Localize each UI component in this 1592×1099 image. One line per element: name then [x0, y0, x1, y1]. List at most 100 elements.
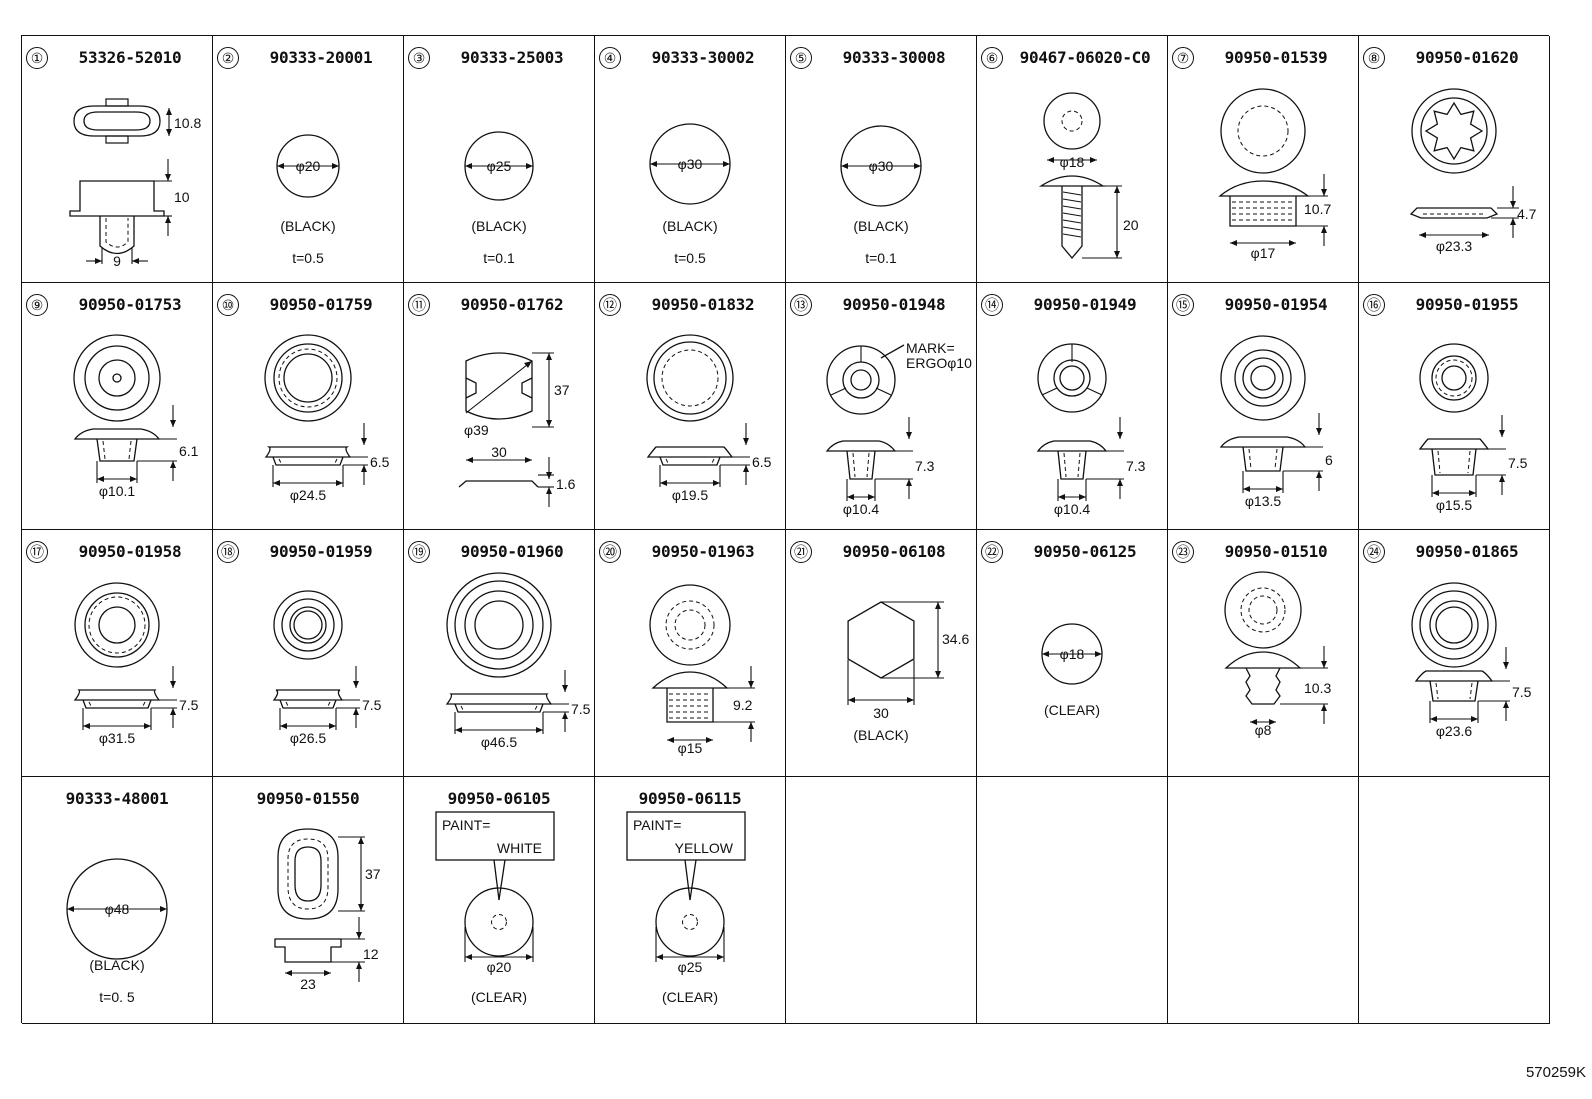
part-number: 90950-01948 [842, 295, 946, 314]
part-number: 90950-01620 [1415, 48, 1519, 67]
arrow-head [743, 465, 749, 472]
diameter-dimension: φ15.5 [1436, 497, 1473, 513]
arrow-head [526, 954, 533, 960]
body-profile [279, 699, 337, 709]
arrow-head [525, 457, 532, 463]
arrow-head [455, 727, 462, 733]
arrow-head [170, 420, 176, 427]
arrow-head [170, 461, 176, 468]
arrow-head [656, 954, 663, 960]
height-dimension: 7.5 [571, 701, 591, 717]
thread-line [1062, 226, 1082, 231]
arrow-head [562, 685, 568, 692]
plug-disc [655, 887, 725, 957]
part-number: 90950-01832 [651, 295, 755, 314]
clip-leg [99, 216, 135, 255]
diameter-dimension: φ10.4 [1054, 501, 1091, 517]
body-profile [96, 438, 138, 462]
arrow-head [706, 737, 713, 743]
body-profile [82, 699, 152, 709]
height-dimension: 6.1 [179, 443, 199, 459]
arrow-head [914, 163, 921, 169]
index-number: ⑥ [981, 47, 1003, 69]
arrow-head [83, 723, 90, 729]
thread-line [1062, 191, 1082, 196]
rivet-head-side [1038, 175, 1106, 187]
diameter-dimension: φ46.5 [481, 734, 518, 750]
arrow-head [353, 681, 359, 688]
index-number: ⑩ [217, 294, 239, 316]
diameter-dimension: φ25 [487, 158, 512, 174]
arrow-head [847, 494, 854, 500]
height-dimension: 6 [1325, 452, 1333, 468]
part-drawing: φ30(BLACK)t=0.1 [840, 125, 922, 266]
arrow-head [1499, 430, 1505, 437]
index-number: ⑦ [1172, 47, 1194, 69]
arrow-head [935, 671, 941, 678]
top-view-ring [1435, 606, 1473, 644]
hidden-line [1063, 452, 1081, 478]
part-number: 90950-06105 [447, 789, 551, 808]
height-dimension: 9.2 [733, 697, 753, 713]
top-view-ring [278, 348, 338, 408]
top-view-ring [73, 334, 161, 422]
diameter-dimension: φ25 [678, 959, 703, 975]
top-view-ring [273, 590, 343, 660]
index-number: ⑰ [26, 541, 48, 563]
height-dimension: 10 [174, 189, 190, 205]
part-number: 90950-06115 [638, 789, 742, 808]
hidden-line [665, 458, 715, 464]
cap-profile [1224, 651, 1302, 669]
arrow-head [1250, 719, 1257, 725]
hidden-line [460, 705, 538, 711]
index-number: ⑳ [599, 541, 621, 563]
arrow-head [361, 465, 367, 472]
body-profile [846, 450, 876, 480]
arrow-head [841, 163, 848, 169]
arrow-head [723, 161, 730, 167]
clip-top-view [83, 111, 151, 131]
index-number: ③ [408, 47, 430, 69]
arrow-head [1321, 661, 1327, 668]
clip-side-view [69, 180, 165, 217]
index-number: ㉒ [981, 541, 1003, 563]
arrow-head [1058, 494, 1065, 500]
body-profile [659, 456, 721, 466]
body-profile [1229, 196, 1297, 227]
part-number: 90950-01865 [1415, 542, 1519, 561]
diameter-dimension: φ13.5 [1245, 493, 1282, 509]
height-dimension: 20 [1123, 217, 1139, 233]
top-view-ring [661, 349, 719, 407]
arrow-head [906, 479, 912, 486]
empty-cell [1168, 777, 1359, 1024]
top-view-ring [84, 592, 150, 658]
oval-opening [287, 838, 329, 910]
arrow-head [356, 962, 362, 969]
arrow-head [1471, 716, 1478, 722]
empty-cell [786, 777, 977, 1024]
paint-callout-box [626, 811, 746, 861]
arrow-head [130, 476, 137, 482]
thread-line [1062, 219, 1082, 224]
thread-line [1062, 198, 1082, 203]
part-number: 90950-01958 [78, 542, 182, 561]
arrow-head [546, 472, 552, 479]
arrow-head [329, 723, 336, 729]
top-view-ring [74, 582, 160, 668]
arrow-head [717, 954, 724, 960]
top-view-ring [1431, 355, 1477, 401]
color-label: (CLEAR) [1044, 702, 1100, 718]
index-number: ⑮ [1172, 294, 1194, 316]
diameter-dimension: φ39 [464, 422, 489, 438]
arrow-head [1117, 432, 1123, 439]
